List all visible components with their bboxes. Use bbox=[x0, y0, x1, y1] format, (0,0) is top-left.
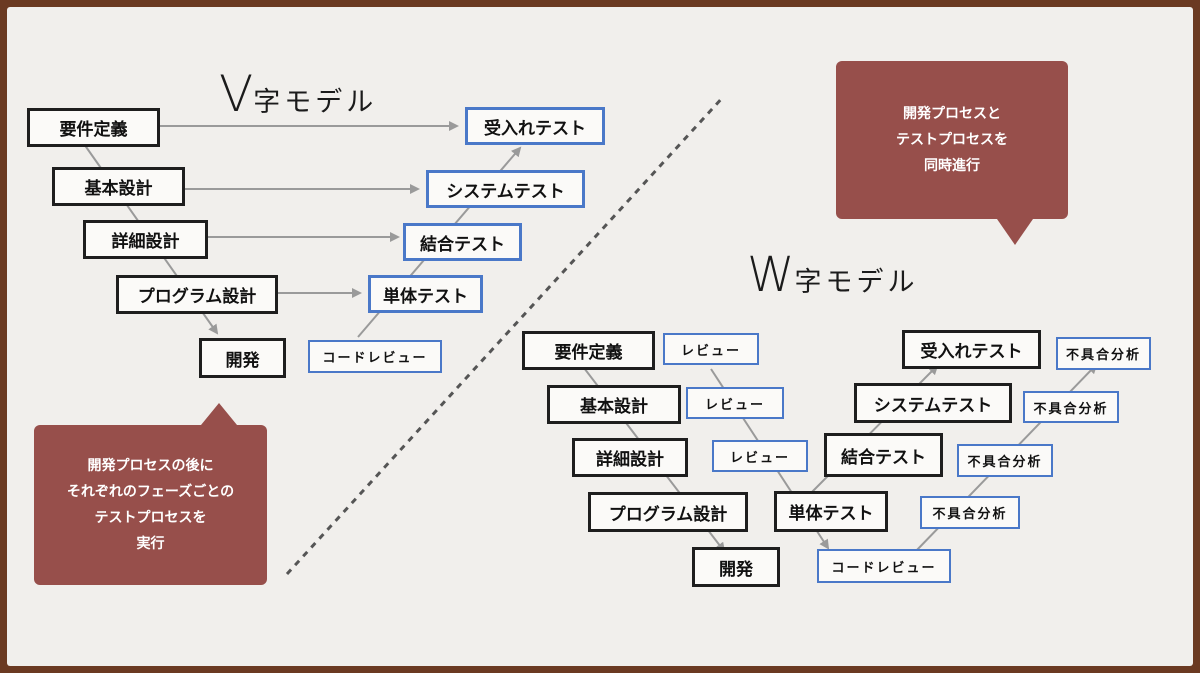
v-note-line-4: 実行 bbox=[136, 536, 165, 552]
w-note-line-3: 同時進行 bbox=[924, 158, 980, 174]
v-note-line-3: テストプロセスを bbox=[94, 510, 207, 526]
v-note-line-2: それぞれのフェーズごとの bbox=[66, 484, 235, 500]
v-test-acceptance: 受入れテスト bbox=[465, 107, 605, 145]
w-dev-development: 開発 bbox=[692, 547, 780, 587]
v-dev-requirements: 要件定義 bbox=[27, 108, 160, 147]
w-dev-basic-design: 基本設計 bbox=[547, 385, 681, 424]
w-analysis-unit: 不具合分析 bbox=[920, 496, 1020, 529]
w-test-integration: 結合テスト bbox=[824, 433, 943, 477]
w-note-line-2: テストプロセスを bbox=[896, 132, 1008, 148]
v-model-callout: 開発プロセスの後に それぞれのフェーズごとの テストプロセスを 実行 bbox=[34, 425, 267, 585]
w-analysis-acceptance: 不具合分析 bbox=[1056, 337, 1151, 370]
w-review-basic-design: レビュー bbox=[686, 387, 784, 419]
v-model-title: V字モデル bbox=[219, 65, 377, 123]
w-analysis-integration: 不具合分析 bbox=[957, 444, 1053, 477]
w-dev-program-design: プログラム設計 bbox=[588, 492, 748, 532]
v-test-integration: 結合テスト bbox=[403, 223, 522, 261]
v-title-rest: 字モデル bbox=[253, 87, 378, 118]
slide-board: V字モデル 要件定義 基本設計 詳細設計 プログラム設計 開発 受入れテスト シ… bbox=[7, 7, 1193, 666]
w-model-title: W字モデル bbox=[747, 247, 918, 303]
w-model-callout: 開発プロセスと テストプロセスを 同時進行 bbox=[836, 61, 1068, 219]
w-review-requirements: レビュー bbox=[663, 333, 759, 365]
v-test-unit: 単体テスト bbox=[368, 275, 483, 313]
w-dev-requirements: 要件定義 bbox=[522, 331, 655, 370]
v-dev-development: 開発 bbox=[199, 338, 286, 378]
w-review-detail-design: レビュー bbox=[712, 440, 808, 472]
w-analysis-system: 不具合分析 bbox=[1023, 391, 1119, 423]
v-dev-program-design: プログラム設計 bbox=[116, 275, 278, 314]
w-callout-tail bbox=[997, 219, 1033, 245]
w-dev-detail-design: 詳細設計 bbox=[572, 438, 688, 477]
w-title-letter: W bbox=[747, 247, 795, 303]
v-title-letter: V bbox=[219, 65, 254, 123]
v-note-line-1: 開発プロセスの後に bbox=[87, 458, 214, 474]
w-test-acceptance: 受入れテスト bbox=[902, 330, 1041, 369]
v-dev-detail-design: 詳細設計 bbox=[83, 220, 208, 259]
v-callout-tail bbox=[201, 403, 237, 425]
w-test-unit: 単体テスト bbox=[774, 491, 888, 532]
w-test-system: システムテスト bbox=[854, 383, 1012, 423]
w-note-line-1: 開発プロセスと bbox=[903, 106, 1001, 122]
w-code-review: コードレビュー bbox=[817, 549, 951, 583]
v-test-system: システムテスト bbox=[426, 170, 585, 208]
v-dev-basic-design: 基本設計 bbox=[52, 167, 185, 206]
v-code-review: コードレビュー bbox=[308, 340, 442, 373]
w-title-rest: 字モデル bbox=[794, 267, 919, 298]
